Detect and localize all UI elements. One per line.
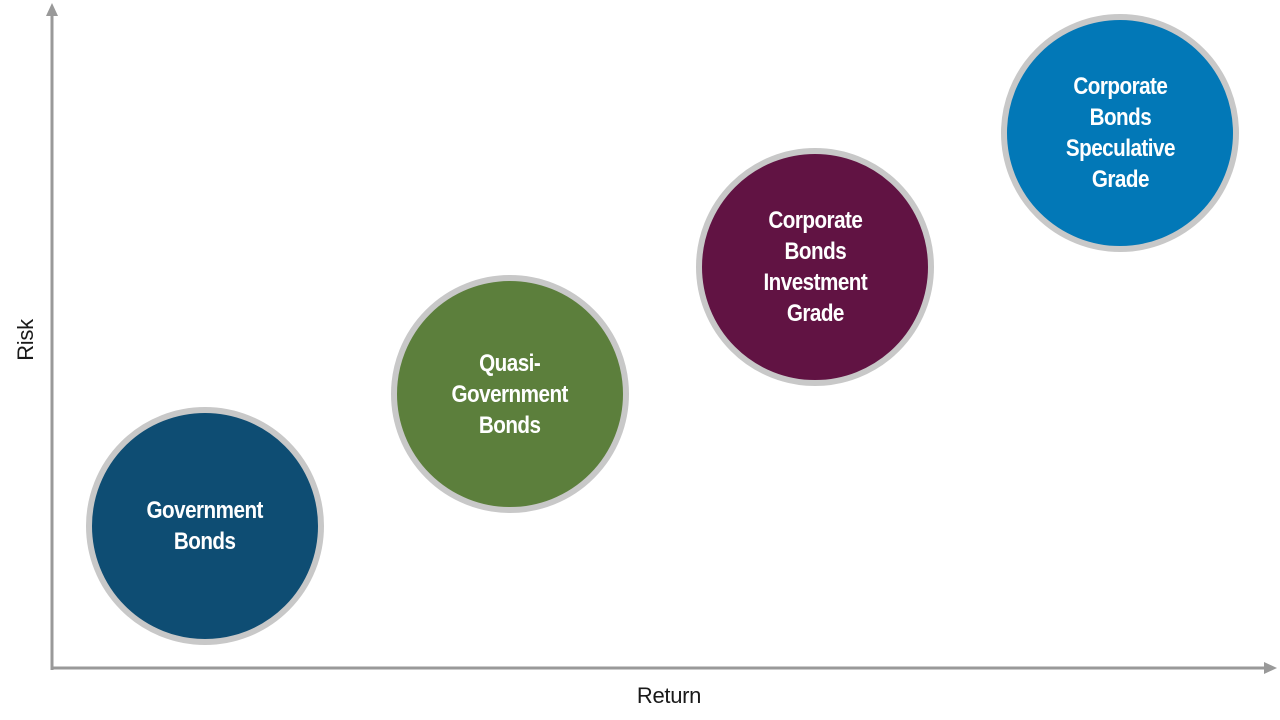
corporate-speculative-grade-label: Corporate Bonds Speculative Grade <box>1065 71 1175 195</box>
bubble-label-line: Corporate <box>768 207 862 234</box>
bubble-label-line: Speculative <box>1065 135 1175 162</box>
corporate-investment-grade-bubble: Corporate Bonds Investment Grade <box>696 148 934 386</box>
bubble-label-line: Grade <box>1091 166 1149 193</box>
bubble-label-line: Bonds <box>479 411 541 439</box>
bubble-label-line: Investment <box>763 269 867 296</box>
bubble-label-line: Government <box>146 497 264 524</box>
corporate-investment-grade-label: Corporate Bonds Investment Grade <box>763 205 867 329</box>
government-bonds-label: Government Bonds <box>146 495 264 557</box>
bubble-label-line: Bonds <box>784 238 846 265</box>
bubble-label-line: Grade <box>786 300 844 327</box>
bubble-label-line: Government <box>451 380 569 408</box>
y-axis-label: Risk <box>13 319 38 361</box>
bubble-label-line: Bonds <box>1089 104 1151 131</box>
bubble-label-line: Corporate <box>1072 73 1167 100</box>
corporate-speculative-grade-bubble: Corporate Bonds Speculative Grade <box>1001 14 1239 252</box>
quasi-government-bonds-label: Quasi- Government Bonds <box>451 348 569 441</box>
bubble-label-line: Quasi- <box>479 349 541 377</box>
x-axis-arrow-icon <box>1264 662 1277 674</box>
bubble-label-line: Bonds <box>174 528 236 555</box>
government-bonds-bubble: Government Bonds <box>86 407 324 645</box>
quasi-government-bonds-bubble: Quasi- Government Bonds <box>391 275 629 513</box>
x-axis-label: Return <box>636 683 702 708</box>
y-axis-arrow-icon <box>46 3 58 16</box>
